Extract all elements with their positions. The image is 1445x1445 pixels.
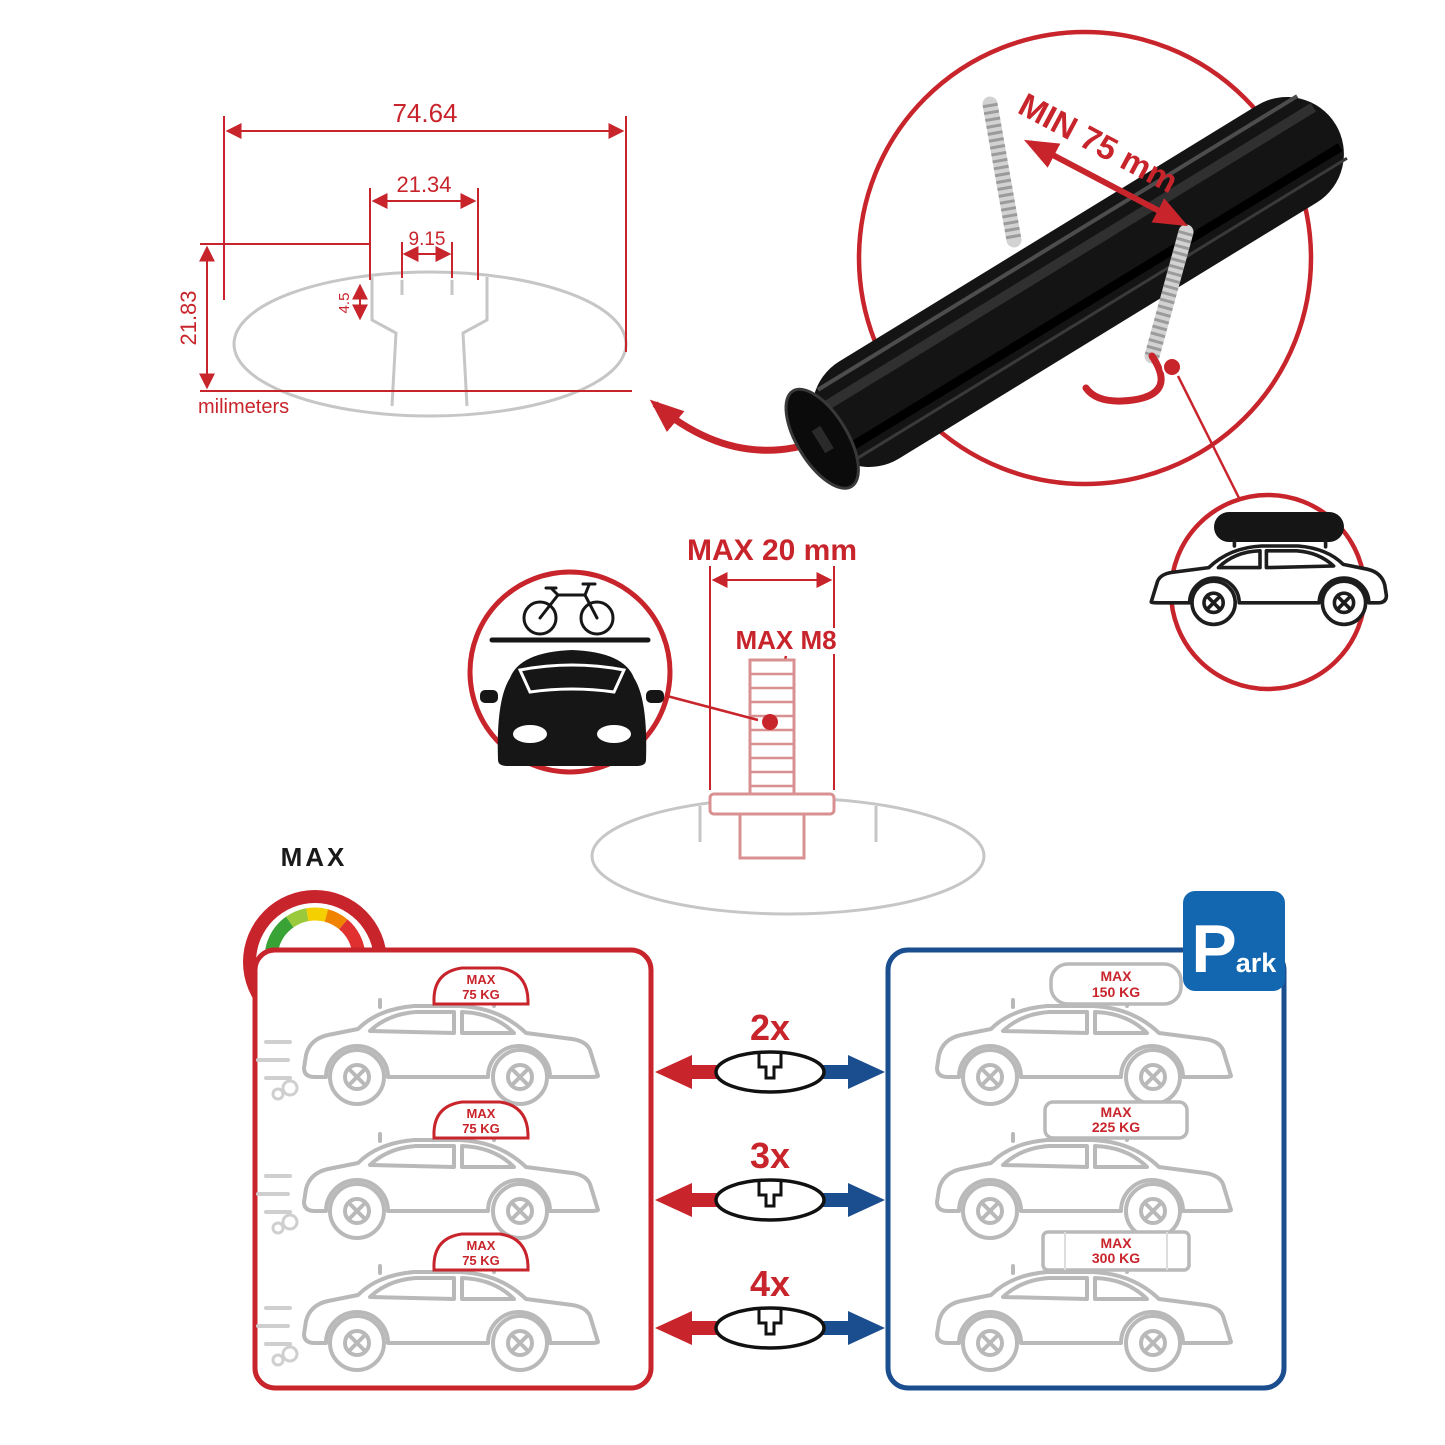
parked-car-row-3: MAX 300 KG bbox=[935, 1230, 1233, 1372]
crossbar-profile-icon bbox=[714, 1178, 826, 1222]
roof-load-label: MAX bbox=[467, 1238, 496, 1253]
roof-load-value: 75 KG bbox=[462, 987, 500, 1002]
min-gap-arrow bbox=[1023, 139, 1189, 227]
exhaust-puff bbox=[281, 1079, 299, 1097]
roof-basket bbox=[1041, 1230, 1191, 1272]
bolt-detail-diagram: MAX 20 mm MAX M8 bbox=[590, 534, 986, 916]
roof-box bbox=[1043, 1100, 1189, 1140]
bolt-flange bbox=[708, 792, 836, 816]
profile-slot-walls bbox=[698, 806, 878, 842]
profile-slot-left-wall bbox=[370, 277, 398, 407]
park-sign: P ark bbox=[1183, 891, 1285, 991]
arrow-left-red bbox=[655, 1055, 772, 1089]
dim-height-label: 21.83 bbox=[176, 290, 201, 345]
crossbar-detail: MIN 75 mm bbox=[784, 29, 1348, 505]
roof-bag bbox=[432, 1100, 530, 1140]
ubolt-rod-top bbox=[982, 96, 1022, 248]
exhaust-puff bbox=[281, 1213, 299, 1231]
roof-load-value: 225 KG bbox=[1092, 1119, 1140, 1135]
roof-bag bbox=[432, 1232, 530, 1272]
car-headlight-left bbox=[513, 725, 547, 743]
crossbar-profile-icon bbox=[714, 1050, 826, 1094]
roof-box bbox=[1214, 512, 1344, 542]
parked-car-row-2: MAX 225 KG bbox=[935, 1100, 1233, 1240]
bolt-body bbox=[738, 812, 806, 860]
thread-point-dot bbox=[762, 714, 778, 730]
roof-basket-slats bbox=[1064, 1232, 1168, 1270]
parked-car-row-1: MAX 150 KG bbox=[935, 962, 1233, 1106]
arrow-right-blue bbox=[768, 1311, 885, 1345]
exhaust-puff bbox=[271, 1087, 285, 1101]
exhaust-puff bbox=[281, 1345, 299, 1363]
profile-slot-notches bbox=[400, 280, 454, 295]
dim-total-width-label: 74.64 bbox=[392, 98, 457, 128]
park-sign-suffix: ark bbox=[1236, 948, 1278, 978]
roof-load-label: MAX bbox=[1100, 1235, 1132, 1251]
profile-slot-right-wall bbox=[461, 277, 489, 407]
bolt-max-width-label: MAX 20 mm bbox=[687, 534, 857, 567]
arrow-right-blue bbox=[768, 1055, 885, 1089]
bar-count-label-1: 2x bbox=[750, 1007, 790, 1048]
ubolt-rod-top-threads bbox=[982, 102, 1022, 242]
connector-line bbox=[1176, 375, 1244, 505]
driving-car-row-3: MAX 75 KG bbox=[256, 1232, 600, 1372]
driving-panel: MAX 75 KG MAX 75 KG MAX 75 KG bbox=[252, 947, 654, 1391]
roof-load-label: MAX bbox=[1100, 1104, 1132, 1120]
car-front-silhouette bbox=[497, 650, 647, 766]
dim-slot-inner-label: 9.15 bbox=[409, 229, 446, 250]
roof-load-value: 300 KG bbox=[1092, 1250, 1140, 1266]
crossbar-profile-slot bbox=[757, 1181, 783, 1208]
roof-box bbox=[1049, 962, 1183, 1006]
ubolt-red-hook bbox=[1082, 352, 1165, 405]
dim-slot-outer-label: 21.34 bbox=[396, 172, 451, 197]
connector-line bbox=[666, 694, 759, 722]
car-windshield bbox=[517, 663, 627, 694]
label-backing bbox=[726, 628, 848, 654]
car-headlight-right bbox=[597, 725, 631, 743]
car-mirror-right bbox=[646, 690, 664, 703]
roof-bag bbox=[432, 966, 530, 1006]
roofbox-car-badge bbox=[1149, 492, 1389, 692]
crossbar-image bbox=[784, 94, 1348, 490]
speed-max-label: MAX bbox=[281, 842, 348, 872]
crossbar-profile-slot bbox=[757, 1309, 783, 1336]
roof-load-label: MAX bbox=[467, 972, 496, 987]
speed-lines bbox=[256, 1306, 292, 1346]
speed-lines bbox=[256, 1174, 292, 1214]
fixing-point-dot bbox=[1162, 357, 1182, 377]
exhaust-puff bbox=[271, 1353, 285, 1367]
driving-car-row-2: MAX 75 KG bbox=[256, 1100, 600, 1240]
driving-car-row-1: MAX 75 KG bbox=[256, 966, 600, 1106]
roof-load-label: MAX bbox=[467, 1106, 496, 1121]
profile-ellipse bbox=[232, 270, 628, 418]
roof-load-value: 75 KG bbox=[462, 1121, 500, 1136]
detail-circle bbox=[856, 29, 1314, 487]
arrow-left-red bbox=[655, 1183, 772, 1217]
ubolt-rod-bottom-threads bbox=[1144, 230, 1194, 358]
park-sign-p: P bbox=[1191, 911, 1236, 987]
bar-count-label-2: 3x bbox=[750, 1135, 790, 1176]
parked-panel: MAX 150 KG MAX 225 KG MAX 300 KG bbox=[885, 947, 1287, 1391]
exhaust-puff bbox=[271, 1221, 285, 1235]
arrow-right-blue bbox=[768, 1183, 885, 1217]
park-sign-plate bbox=[1183, 891, 1285, 991]
dim-lip-depth-label: 4.5 bbox=[336, 293, 353, 314]
crossbar-profile-icon bbox=[714, 1306, 826, 1350]
unit-label: milimeters bbox=[198, 396, 289, 418]
bike-car-badge bbox=[467, 569, 759, 775]
speed-lines bbox=[256, 1040, 292, 1080]
bar-count-rows: 2x 3x 4x bbox=[655, 1007, 885, 1350]
crossbar-profile-slot bbox=[757, 1053, 783, 1080]
min-gap-label: MIN 75 mm bbox=[1013, 86, 1184, 200]
roof-load-label: MAX bbox=[1100, 968, 1132, 984]
bicycle-icon bbox=[522, 582, 615, 636]
roof-load-value: 150 KG bbox=[1092, 984, 1140, 1000]
roof-load-value: 75 KG bbox=[462, 1253, 500, 1268]
bolt-max-thread-label: MAX M8 bbox=[735, 625, 836, 655]
arrow-left-red bbox=[655, 1311, 772, 1345]
car-mirror-left bbox=[480, 690, 498, 703]
profile-dimension-diagram: 74.64 21.34 9.15 4.5 21.83 milimeters bbox=[176, 98, 824, 454]
bar-count-label-3: 4x bbox=[750, 1263, 790, 1304]
